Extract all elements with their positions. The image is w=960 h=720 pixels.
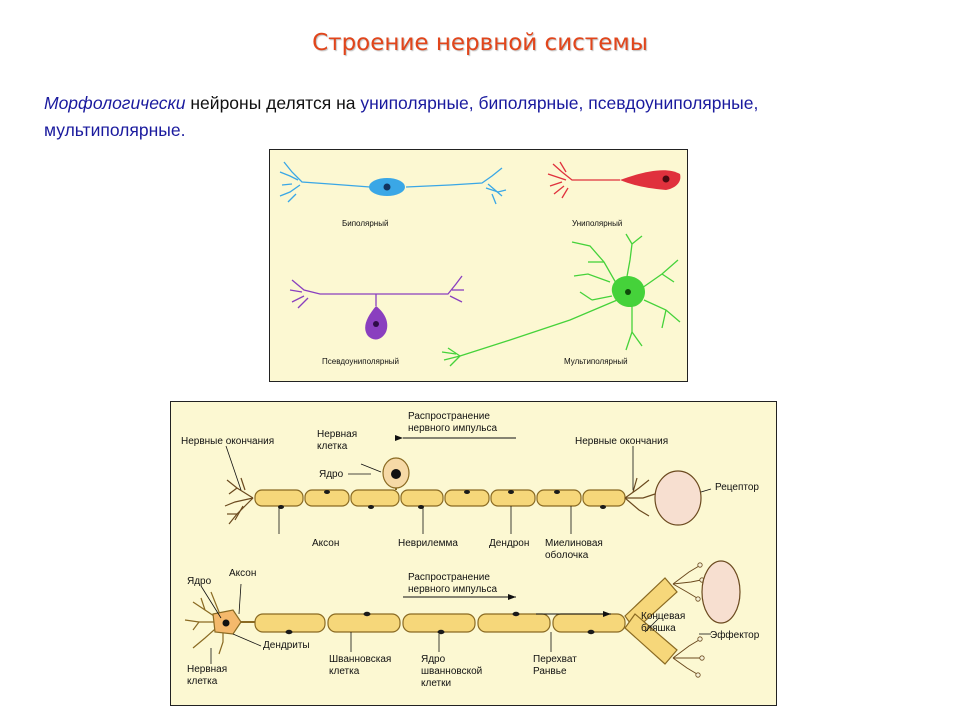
neuron-types-panel: Биполярный Униполярный Псевдоунипо [269,149,688,382]
sensory-neurilemma-label: Неврилемма [398,538,458,549]
motor-neuron [184,560,741,678]
motor-end-plate-label: Концевая бляшка [641,611,686,634]
motor-axon-label: Аксон [229,568,257,579]
sensory-right-endings [624,477,656,517]
neuron-structure-illustration [184,435,741,678]
motor-nerve-cell-label: Нервная клетка [187,664,228,687]
motor-schwann-nucleus-label: Ядро шванновской клетки [421,654,483,689]
sensory-cell-nucleus [391,469,401,479]
receptor-shape [654,470,702,526]
sensory-dendron-label: Дендрон [489,538,530,549]
label-bipolar: Биполярный [342,219,388,228]
sensory-myelin-label: Миелиновая оболочка [545,538,603,561]
bipolar-neuron [279,161,507,205]
motor-dendrites-label: Дендриты [263,640,310,651]
motor-propagation-label: Распространение нервного импульса [408,572,498,595]
motor-schwann-cell-label: Шванновская клетка [329,654,392,677]
motor-end-bulbs [695,562,705,678]
sensory-schwann-nuclei [278,490,606,509]
receptor-label: Рецептор [715,482,759,493]
pseudounipolar-neuron [289,275,464,340]
intro-text: Морфологически нейроны делятся на унипол… [44,90,904,144]
sensory-neuron [224,435,712,534]
multipolar-neuron [441,233,681,367]
motor-cell-nucleus [222,619,230,627]
sensory-myelin-segments [254,489,626,507]
sensory-left-endings [224,477,254,525]
effector-label: Эффектор [710,630,760,641]
intro-types: униполярные, биполярные, псевдоуниполярн… [44,93,759,140]
sensory-nerve-endings-right-label: Нервные окончания [575,436,669,447]
neuron-structure-panel: Распространение нервного импульса Нервны… [170,401,777,706]
sensory-axon-label: Аксон [312,538,340,549]
neuron-types-illustration: Биполярный Униполярный Псевдоунипо [279,161,681,367]
motor-nucleus-label: Ядро [187,576,212,587]
motor-myelin-segments [254,613,626,633]
effector-shape [701,560,741,624]
sensory-nucleus-label: Ядро [319,469,344,480]
motor-terminal-branches [624,577,678,665]
motor-ranvier-label: Перехват Ранвье [533,654,577,677]
motor-schwann-nuclei [285,611,595,635]
sensory-propagation-label: Распространение нервного импульса [408,411,498,434]
motor-end-plates [672,565,702,675]
unipolar-neuron [547,161,681,199]
sensory-nerve-endings-left-label: Нервные окончания [181,436,275,447]
slide-title: Строение нервной системы [312,30,648,56]
sensory-leader-lines [225,445,712,534]
sensory-nerve-cell-label: Нервная клетка [317,429,358,452]
intro-middle: нейроны делятся на [190,93,356,113]
label-pseudounipolar: Псевдоуниполярный [322,357,399,366]
motor-leader-lines [200,583,711,664]
label-multipolar: Мультиполярный [564,357,628,366]
label-unipolar: Униполярный [572,219,622,228]
intro-lead: Морфологически [44,93,186,113]
